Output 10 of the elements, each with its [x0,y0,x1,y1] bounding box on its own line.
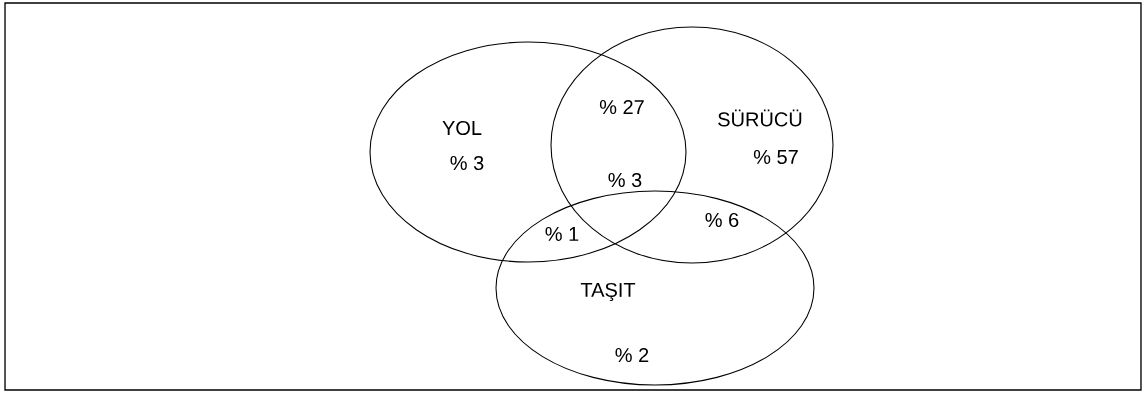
set-label: SÜRÜCÜ [718,109,802,127]
percentage-label: % 6 [705,212,739,228]
percentage-label: % 3 [608,172,642,188]
percentage-label: % 57 [753,149,798,165]
percentage-label: % 2 [615,347,649,363]
set-label: TAŞIT [580,282,636,302]
percentage-label: % 27 [599,99,644,115]
percentage-label: % 3 [450,155,484,171]
set-label: YOL [442,120,482,136]
percentage-label: % 1 [545,227,579,241]
